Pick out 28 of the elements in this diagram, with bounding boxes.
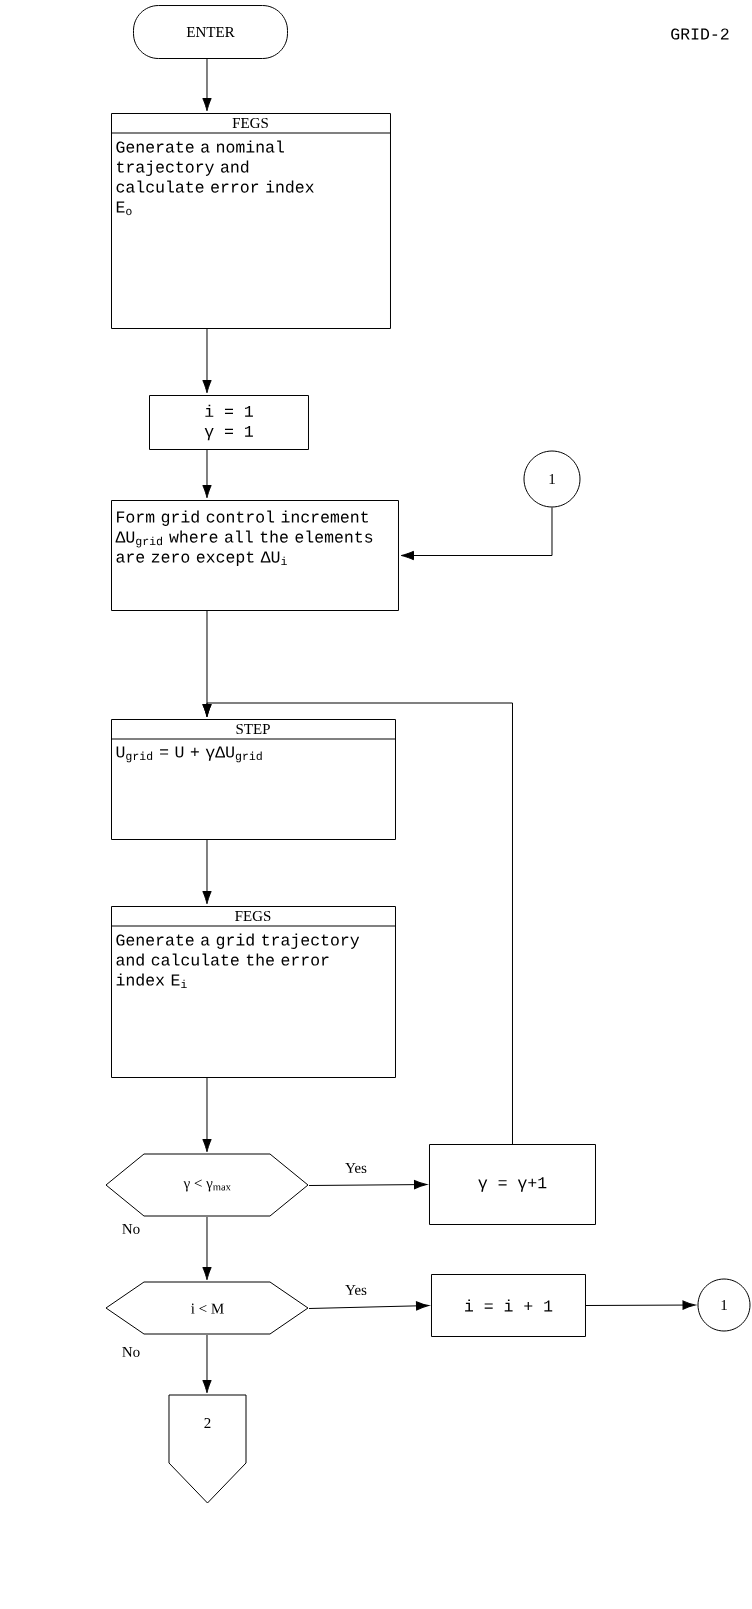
arrow <box>585 1300 696 1310</box>
edge-label: No <box>120 1346 142 1358</box>
process-box: FEGS Generate a nominal trajectory and calculate error index E$_{o}$ <box>110 113 391 329</box>
arrow <box>400 507 553 561</box>
arrow <box>202 449 212 499</box>
decision-hexagon: i < M <box>105 1281 309 1335</box>
arrow <box>202 1077 212 1153</box>
decision-hexagon: γ < γ$_{max}$ <box>105 1153 309 1217</box>
arrow <box>202 702 513 1145</box>
terminal-box: ENTER <box>133 5 288 59</box>
edge-label: Yes <box>344 1284 368 1296</box>
arrow <box>308 1179 428 1190</box>
process-box: i = 1 γ = 1 <box>149 395 309 450</box>
edge-label: Yes <box>344 1162 368 1174</box>
off-page-connector: 2 <box>168 1394 247 1504</box>
process-box: FEGS Generate a grid trajectory and calculate the error index E$_{i}$ <box>110 906 396 1078</box>
arrow <box>202 328 212 394</box>
arrow <box>202 1216 212 1281</box>
arrow <box>202 58 212 112</box>
arrow <box>308 1301 430 1311</box>
page-id: GRID-2 <box>671 28 729 40</box>
edge-label: No <box>120 1223 142 1235</box>
process-box: STEP U$_{grid}$ = U + γΔU$_{grid}$ <box>110 719 396 840</box>
process-box: i = i + 1 <box>431 1274 586 1337</box>
process-box: γ = γ+1 <box>429 1144 596 1225</box>
arrow <box>202 1334 212 1394</box>
arrow <box>202 839 212 905</box>
process-box: Form grid control increment ΔU$_{grid}$ where all the elements are zero except ΔU$_{i}$ <box>111 500 399 611</box>
